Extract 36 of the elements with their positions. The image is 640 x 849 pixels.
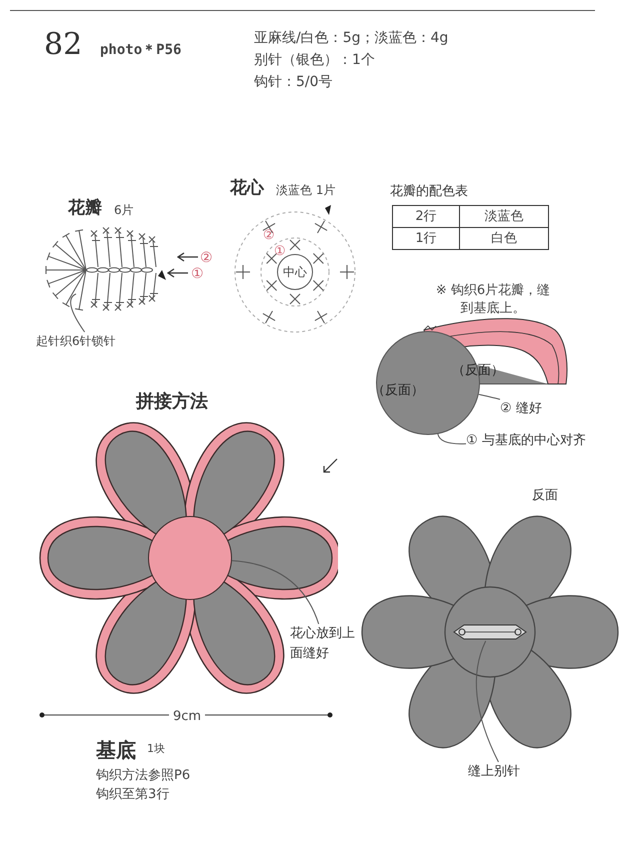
count-text: 6片	[114, 202, 134, 219]
leader-line	[70, 294, 86, 332]
row-number: ②	[263, 227, 275, 245]
leader-line	[231, 560, 320, 624]
table-cell: 1行	[392, 227, 460, 250]
side-label: 反面	[532, 487, 558, 505]
leader-line	[476, 640, 499, 762]
table-title: 花瓣的配色表	[390, 183, 468, 201]
leader-text: 花心放到上面缝好	[290, 624, 360, 664]
section-heading: 基底	[96, 737, 136, 764]
instruction-text: 钩织至第3行	[96, 786, 170, 804]
material-text: 钩针：5/0号	[254, 73, 333, 92]
leader-text: 缝上别针	[468, 762, 538, 780]
material-text: 亚麻线/白色：5g；淡蓝色：4g	[254, 29, 448, 48]
material-text: 别针（银色）：1个	[254, 51, 375, 70]
photo-reference: photo＊P56	[100, 41, 182, 60]
section-heading: 拼接方法	[136, 390, 208, 414]
leader-line	[478, 394, 500, 400]
side-label: （反面）	[372, 382, 424, 400]
row-number: ②	[200, 249, 213, 268]
table-cell: 淡蓝色	[459, 205, 549, 228]
count-text: 1块	[147, 741, 165, 757]
note-text: ※ 钩织6片花瓣，缝到基底上。	[434, 282, 552, 318]
row-number: ①	[191, 265, 204, 284]
section-heading: 花瓣	[68, 197, 102, 220]
pattern-number: 82	[44, 26, 82, 64]
section-heading: 花心	[230, 177, 264, 200]
leader-line	[437, 434, 466, 444]
instruction-text: 钩织方法参照P6	[96, 767, 190, 785]
leader-text: ① 与基底的中心对齐	[466, 431, 616, 449]
side-label: （反面）	[452, 362, 504, 380]
table-cell: 2行	[392, 205, 460, 228]
leader-text: 起针织6针锁针	[36, 332, 146, 350]
table-cell: 白色	[459, 227, 549, 250]
leader-text: ② 缝好	[500, 399, 564, 417]
color-text: 淡蓝色 1片	[276, 182, 336, 199]
